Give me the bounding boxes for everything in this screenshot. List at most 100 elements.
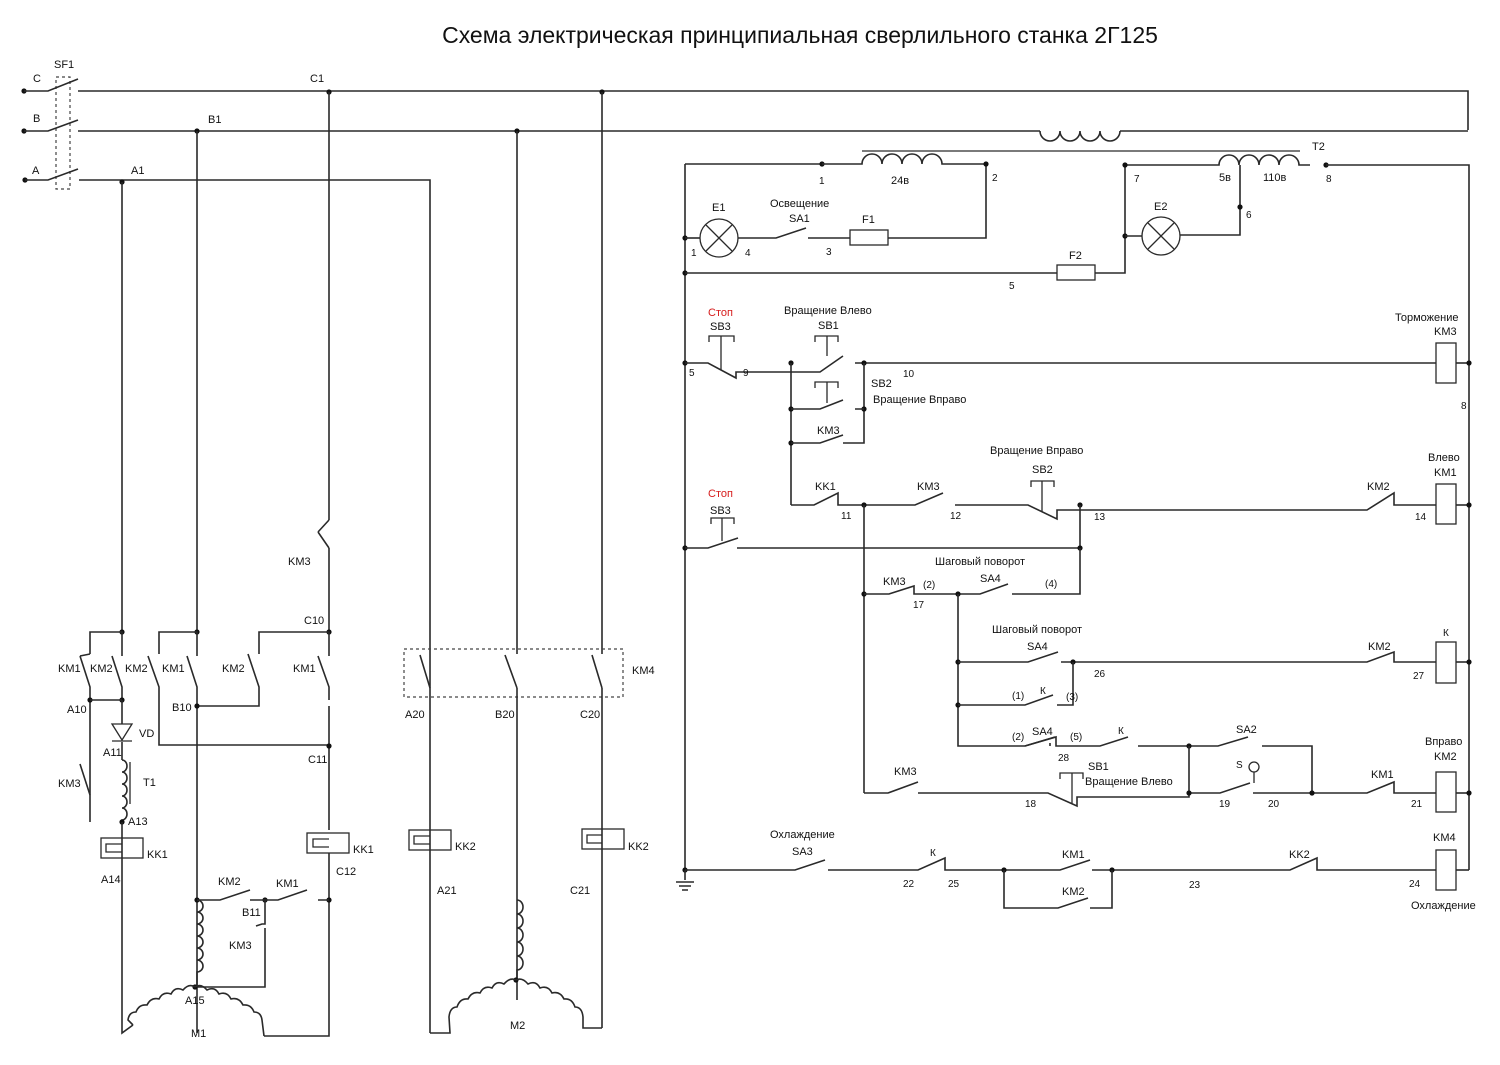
km3-power-label: KM3 xyxy=(288,556,311,568)
thermal-kk1-c xyxy=(306,832,350,854)
node-a20: A20 xyxy=(405,709,425,721)
sa4-top-label: SA4 xyxy=(980,573,1001,585)
wire-3: 3 xyxy=(826,247,832,258)
wire-23: 23 xyxy=(1189,880,1201,891)
km1-cooling-label: KM1 xyxy=(1062,849,1085,861)
pin-5: (5) xyxy=(1070,732,1082,743)
wire-5-rung: 5 xyxy=(689,368,695,379)
phase-a-label: A xyxy=(32,165,40,177)
node-c21: C21 xyxy=(570,885,590,897)
rot-right-label-mid: Вращение Вправо xyxy=(990,445,1083,457)
fuse-f2 xyxy=(1056,264,1096,281)
coil-km1-label: KM1 xyxy=(1434,467,1457,479)
sa4-mid-label: SA4 xyxy=(1027,641,1048,653)
breaker-sf1 xyxy=(55,76,71,190)
km1-contact-b: KM1 xyxy=(162,663,185,675)
km3-step-label: KM3 xyxy=(883,576,906,588)
lamp-e2 xyxy=(1141,216,1181,256)
node-c12: C12 xyxy=(336,866,356,878)
thermal-kk2-c xyxy=(581,828,625,850)
rot-left-label-bottom: Вращение Влево xyxy=(1085,776,1173,788)
wire-10: 10 xyxy=(903,369,915,380)
motor-m1-winding-c xyxy=(194,984,265,1037)
km3-rung2-label: KM3 xyxy=(917,481,940,493)
wire-6: 6 xyxy=(1246,210,1252,221)
phase-c-label: C xyxy=(33,73,41,85)
lighting-circuit: 1 24в 2 E1 1 4 Освещение SA1 3 F1 F2 5 7… xyxy=(682,141,1470,870)
coil-km1 xyxy=(1435,483,1457,525)
km2-contact-b: KM2 xyxy=(125,663,148,675)
kk2-label-a: KK2 xyxy=(455,841,476,853)
lamp-e1-label: E1 xyxy=(712,202,725,214)
sa2-label: SA2 xyxy=(1236,724,1257,736)
kk2-label-c: KK2 xyxy=(628,841,649,853)
voltage-110v: 110в xyxy=(1263,172,1287,184)
km3-hold-label: KM3 xyxy=(817,425,840,437)
right-label: Вправо xyxy=(1425,736,1462,748)
coil-k-label: К xyxy=(1443,628,1449,639)
fuse-f1 xyxy=(849,229,889,246)
node-b11: B11 xyxy=(242,907,261,919)
wire-19: 19 xyxy=(1219,799,1231,810)
coil-km4-label: KM4 xyxy=(1433,832,1456,844)
km1-contact-c: KM1 xyxy=(293,663,316,675)
kk1-control-label: KK1 xyxy=(815,481,836,493)
km2-brake-label: KM2 xyxy=(218,876,241,888)
node-a10: A10 xyxy=(67,704,87,716)
node-a14: A14 xyxy=(101,874,121,886)
km1-brake-label: KM1 xyxy=(276,878,299,890)
wire-1-left: 1 xyxy=(691,248,697,259)
node-a21: A21 xyxy=(437,885,457,897)
node-a11: A11 xyxy=(103,747,122,759)
km3-rung-km2-label: KM3 xyxy=(894,766,917,778)
wire-28: 28 xyxy=(1058,753,1070,764)
button-sb3-stop-top xyxy=(708,335,735,370)
wire-27: 27 xyxy=(1413,671,1425,682)
transformer-t2-110v xyxy=(1210,154,1310,166)
k-contact-1-label: К xyxy=(1040,686,1046,697)
wire-22: 22 xyxy=(903,879,915,890)
motor-m2-winding-c xyxy=(515,978,602,1029)
motor-m2-circuit: KM4 A20 B20 C20 KK2 KK2 A21 C21 M2 xyxy=(403,92,655,1034)
wire-20: 20 xyxy=(1268,799,1280,810)
kk2-control-label: KK2 xyxy=(1289,849,1310,861)
diode-label: VD xyxy=(139,728,154,740)
km2-cooling-label: KM2 xyxy=(1062,886,1085,898)
fuse-f1-label: F1 xyxy=(862,214,875,226)
pin-4: (4) xyxy=(1045,579,1057,590)
motor-m2-label: M2 xyxy=(510,1020,525,1032)
km2-contact-a: KM2 xyxy=(90,663,113,675)
wire-1-top: 1 xyxy=(819,176,825,187)
km2-k-label: KM2 xyxy=(1368,641,1391,653)
step-label-mid: Шаговый поворот xyxy=(992,624,1082,636)
node-a15: A15 xyxy=(185,995,205,1007)
wire-13: 13 xyxy=(1094,512,1106,523)
fuse-f2-label: F2 xyxy=(1069,250,1082,262)
thermal-kk2-a xyxy=(408,829,452,851)
transformer-t1 xyxy=(121,759,128,822)
wire-11: 11 xyxy=(841,511,852,522)
cooling-label-coil: Охлаждение xyxy=(1411,900,1476,912)
motor-m1-winding-a xyxy=(127,984,196,1026)
limit-switch-s xyxy=(1248,761,1260,773)
km2-contact-c: KM2 xyxy=(222,663,245,675)
transformer-t2-24v xyxy=(822,153,987,239)
wire-7: 7 xyxy=(1134,174,1140,185)
sb3-label-top: SB3 xyxy=(710,321,731,333)
kk1-label-c: KK1 xyxy=(353,844,374,856)
left-label: Влево xyxy=(1428,452,1460,464)
coil-km2-label: KM2 xyxy=(1434,751,1457,763)
stop-label-bottom: Стоп xyxy=(708,488,733,500)
wire-18: 18 xyxy=(1025,799,1037,810)
motor-m2-winding-b xyxy=(516,899,524,980)
node-c20: C20 xyxy=(580,709,600,721)
sb3-label-bottom: SB3 xyxy=(710,505,731,517)
limit-switch-s-label: S xyxy=(1236,760,1243,771)
node-c10: C10 xyxy=(304,615,324,627)
control-circuit: Стоп SB3 5 9 Вращение Влево SB1 10 SB2 В… xyxy=(676,305,1476,912)
km1-interlock-label: KM1 xyxy=(1371,769,1394,781)
step-label-top: Шаговый поворот xyxy=(935,556,1025,568)
km1-contact-a: KM1 xyxy=(58,663,81,675)
wire-8-top: 8 xyxy=(1326,174,1332,185)
